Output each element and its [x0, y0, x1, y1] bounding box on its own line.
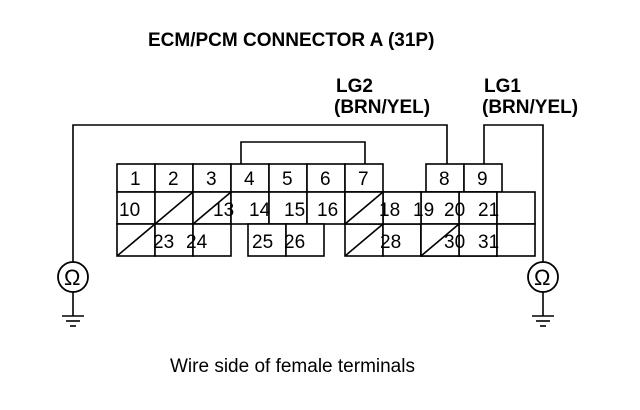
connector-latch	[240, 141, 366, 164]
terminal-8	[425, 163, 465, 193]
ohm-symbol: Ω	[64, 265, 80, 290]
terminal-19b	[420, 191, 460, 225]
pin-label-19: 19	[413, 200, 434, 221]
pin-label-23: 23	[153, 232, 174, 253]
pin-label-2: 2	[168, 169, 179, 190]
right-ohmmeter: Ω	[527, 261, 559, 327]
slash-22	[116, 223, 156, 257]
lg2-wire-color: (BRN/YEL)	[334, 97, 430, 118]
pin-label-30: 30	[444, 232, 465, 253]
lg1-wire-color: (BRN/YEL)	[482, 97, 578, 118]
pin-label-8: 8	[439, 169, 450, 190]
terminal-10	[116, 191, 156, 225]
terminal-20	[458, 191, 498, 225]
pin-label-15: 15	[284, 200, 305, 221]
pin-label-20: 20	[444, 200, 465, 221]
diagram-caption: Wire side of female terminals	[170, 356, 415, 377]
pin-label-28: 28	[380, 232, 401, 253]
slash-29	[420, 223, 460, 257]
pin-label-18: 18	[379, 200, 400, 221]
lg1-wire-name: LG1	[484, 76, 521, 97]
pin-label-16: 16	[317, 200, 338, 221]
pin-label-7: 7	[358, 169, 369, 190]
lg2-test-lead	[72, 124, 448, 262]
diagram-title: ECM/PCM CONNECTOR A (31P)	[148, 30, 434, 51]
terminal-18b	[382, 191, 422, 225]
terminal-25	[247, 223, 287, 257]
pin-label-13: 13	[213, 200, 234, 221]
pin-label-3: 3	[206, 169, 217, 190]
pin-label-9: 9	[477, 169, 488, 190]
terminal-24	[192, 223, 232, 257]
pin-label-25: 25	[252, 232, 273, 253]
slash-17	[344, 191, 384, 225]
pin-label-31: 31	[478, 232, 499, 253]
row-1	[116, 163, 503, 193]
pin-label-24: 24	[186, 232, 208, 253]
lg1-test-lead	[483, 124, 544, 262]
pin-label-4: 4	[244, 169, 255, 190]
lg2-wire-name: LG2	[336, 76, 373, 97]
terminal-31	[496, 223, 536, 257]
pin-label-21: 21	[478, 200, 499, 221]
terminal-26	[285, 223, 325, 257]
slash-27	[344, 223, 384, 257]
empty-cavity-marks	[116, 191, 460, 257]
pin-label-5: 5	[282, 169, 293, 190]
pin-label-1: 1	[130, 169, 141, 190]
terminal-23	[154, 223, 194, 257]
pin-label-26: 26	[284, 232, 305, 253]
slash-11	[154, 191, 194, 225]
ohm-symbol: Ω	[534, 265, 550, 290]
terminal-21	[496, 191, 536, 225]
pin-label-10: 10	[119, 200, 140, 221]
pin-label-14: 14	[249, 200, 271, 221]
pin-label-6: 6	[320, 169, 331, 190]
left-ohmmeter: Ω	[57, 261, 89, 327]
slash-12	[192, 191, 232, 225]
pin-labels: 1 2 3 4 5 6 7 8 9 10 13 14 15 16 18 19 2…	[119, 169, 499, 253]
